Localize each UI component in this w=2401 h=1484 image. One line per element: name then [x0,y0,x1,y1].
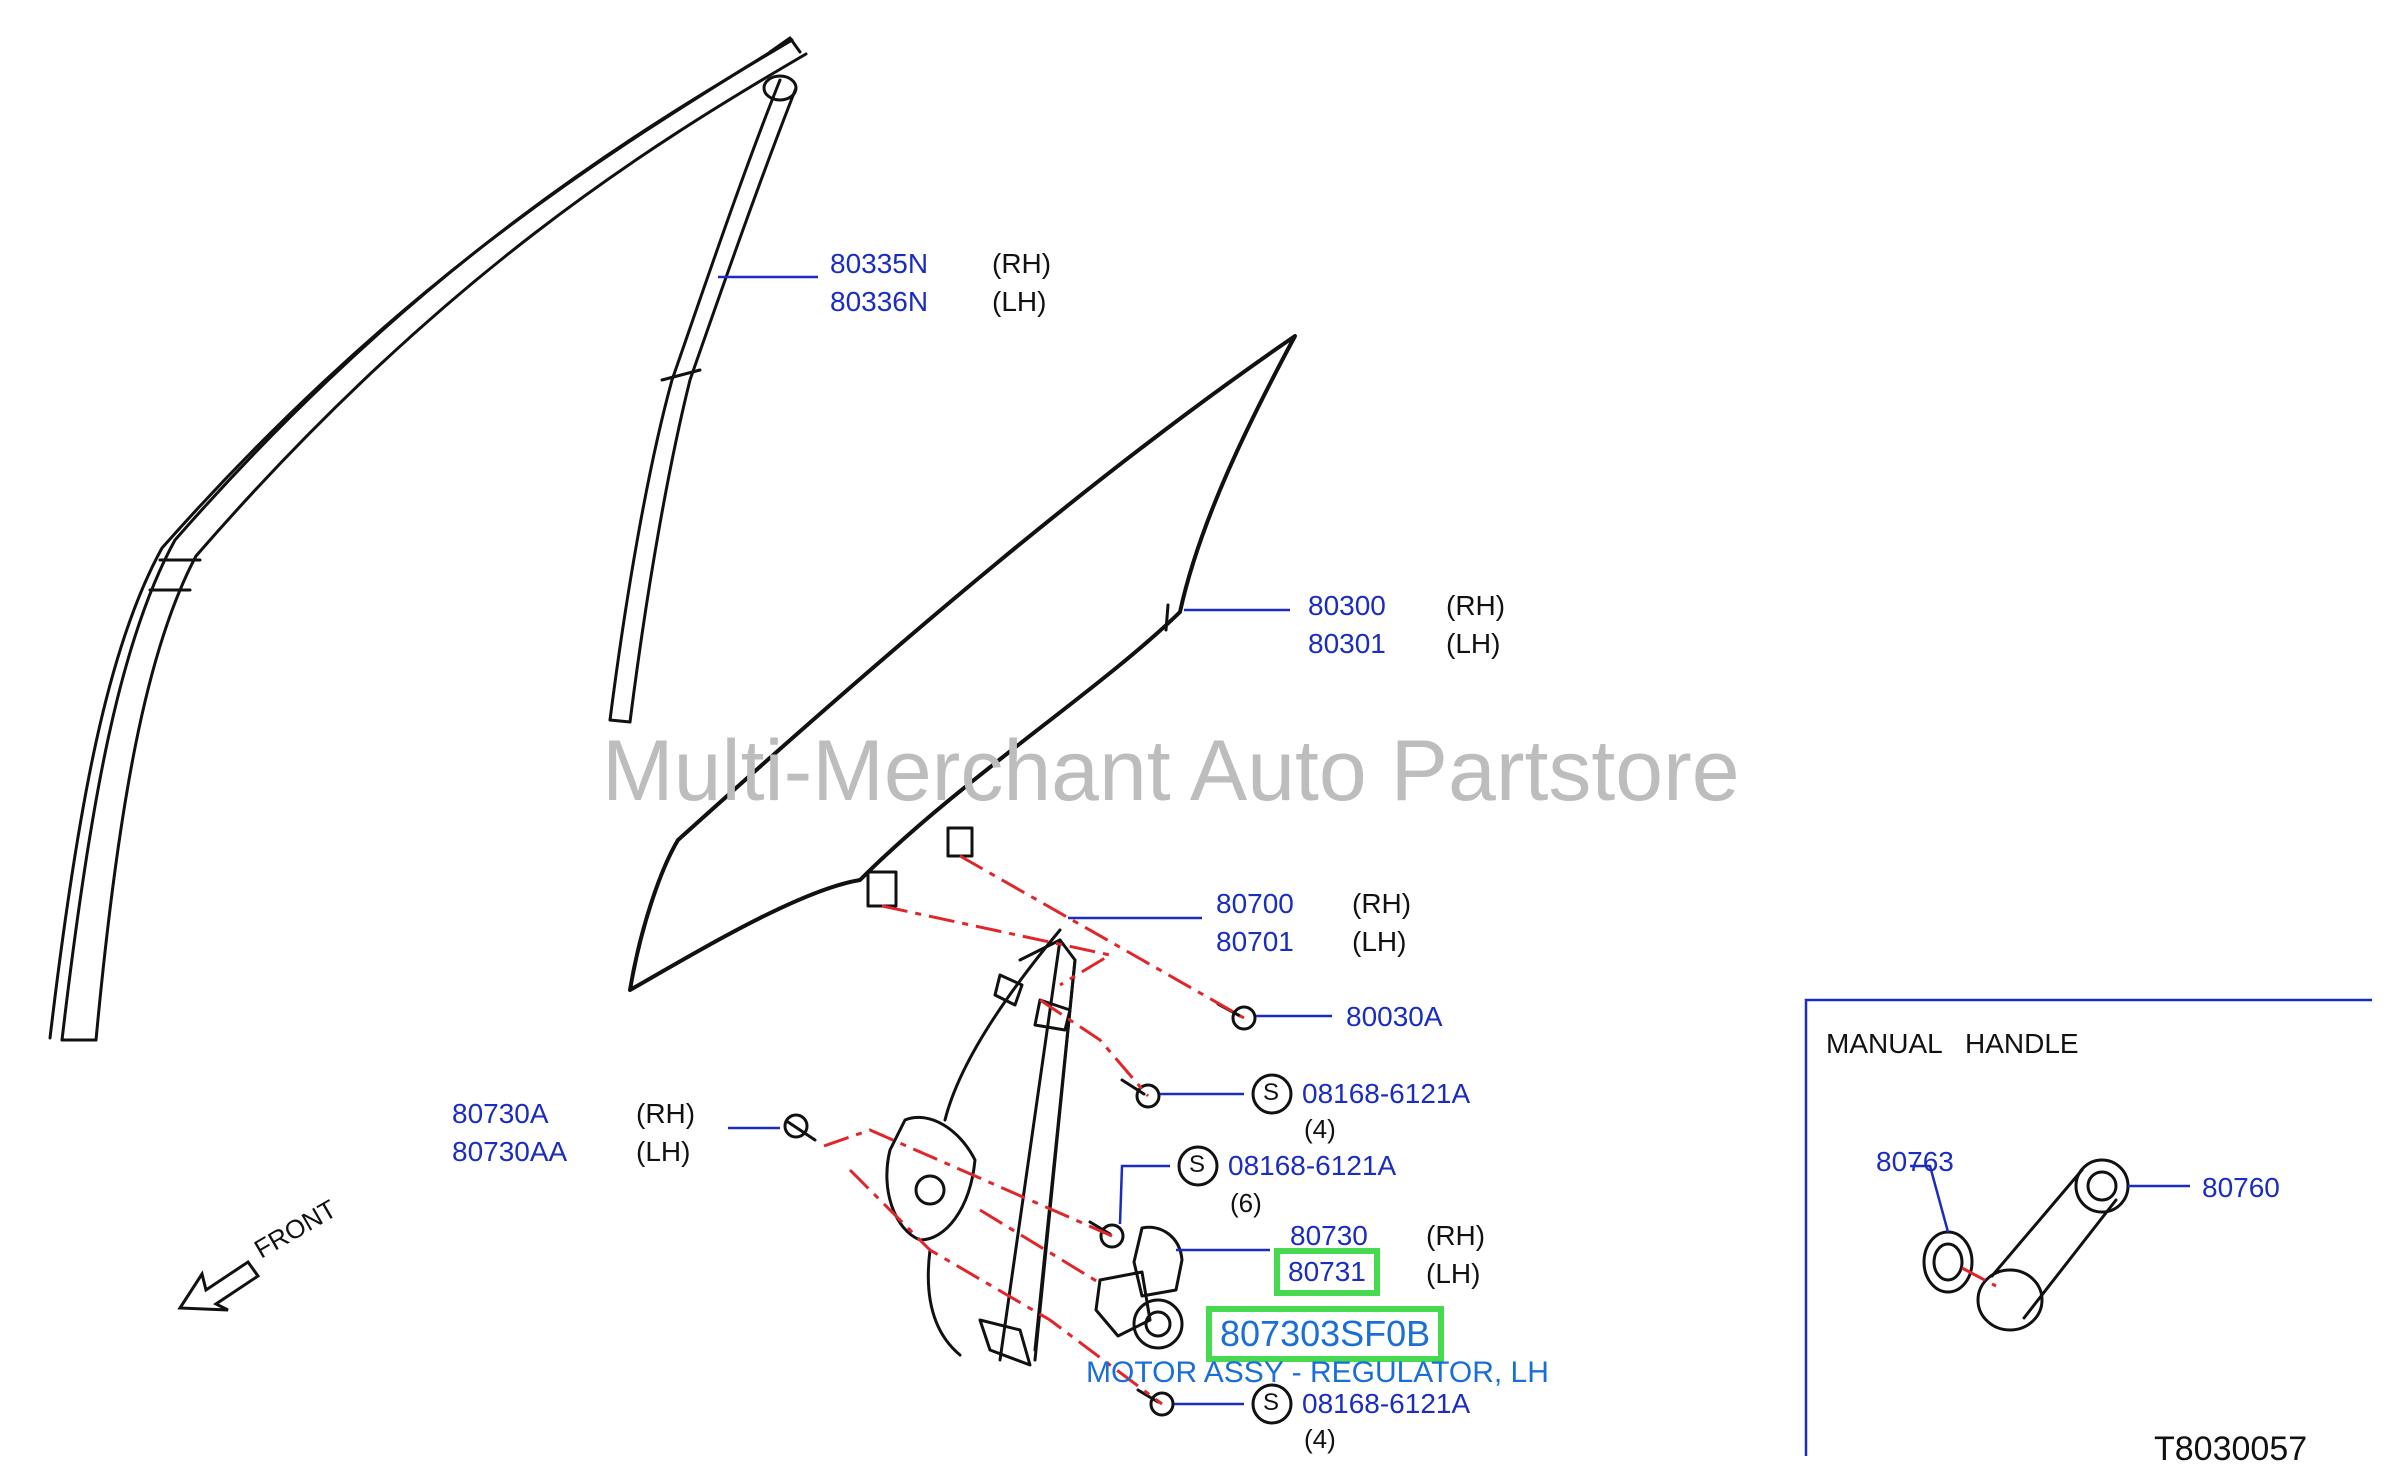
label-screw-upper-qty: (4) [1304,1114,1336,1144]
label-motor-rh[interactable]: 80730 [1290,1220,1368,1251]
fastener-bolt-80730a [783,1113,817,1142]
label-regulator-lh[interactable]: 80701 [1216,926,1294,957]
label-bolt-80030a[interactable]: 80030A [1346,1001,1443,1032]
label-motor-lh-side: (LH) [1426,1258,1481,1289]
label-screw-mid-qty: (6) [1230,1188,1262,1218]
label-screw-mid[interactable]: 08168-6121A [1228,1150,1397,1181]
door-glass [628,334,1297,992]
watermark-text: Multi-Merchant Auto Partstore [602,723,1740,819]
label-regulator-rh[interactable]: 80700 [1216,888,1294,919]
label-screw-lower-qty: (4) [1304,1424,1336,1454]
callout-leader-lines [718,275,2190,1406]
diagram-code: T8030057 [2154,1430,2308,1468]
label-screw-lower[interactable]: 08168-6121A [1302,1388,1471,1419]
label-screw-upper[interactable]: 08168-6121A [1302,1078,1471,1109]
glass-run-channel [608,74,798,724]
label-bolt-side-rh-side: (RH) [636,1098,696,1129]
highlighted-part-description: MOTOR ASSY - REGULATOR, LH [1086,1356,1549,1389]
label-glass-rh-side: (RH) [1446,590,1506,621]
label-moulding-lh[interactable]: 80336N [830,286,929,317]
std-mark-upper: S [1263,1079,1280,1106]
label-moulding-rh-side: (RH) [992,248,1052,279]
fastener-screw-lower [1136,1388,1175,1417]
label-handle-80760[interactable]: 80760 [2202,1172,2280,1203]
front-direction-arrow [177,1259,261,1312]
manual-handle-inset-frame [1804,998,2372,1456]
inset-title: MANUAL HANDLE [1826,1028,2079,1059]
label-moulding-lh-side: (LH) [992,286,1047,317]
label-glass-lh-side: (LH) [1446,628,1501,659]
label-motor-rh-side: (RH) [1426,1220,1486,1251]
label-regulator-lh-side: (LH) [1352,926,1407,957]
highlighted-part-number[interactable]: 807303SF0B [1206,1306,1445,1362]
handle-escutcheon-80763 [1922,1230,1974,1294]
label-handle-80763[interactable]: 80763 [1876,1146,1954,1177]
std-mark-lower: S [1263,1389,1280,1416]
label-bolt-side-lh-side: (LH) [636,1136,691,1167]
standard-part-marks [1177,1073,1293,1425]
door-sash-moulding [48,36,808,1042]
assembly-phantom-lines [823,854,1997,1406]
window-regulator [885,928,1077,1367]
label-bolt-side-rh[interactable]: 80730A [452,1098,549,1129]
regulator-motor [1094,1225,1184,1350]
window-crank-handle-80760 [1976,1158,2130,1332]
fastener-screw-mid [1088,1220,1125,1249]
fastener-screw-upper [1120,1078,1161,1109]
label-regulator-rh-side: (RH) [1352,888,1412,919]
label-moulding-rh[interactable]: 80335N [830,248,929,279]
label-bolt-side-lh[interactable]: 80730AA [452,1136,568,1167]
label-glass-rh[interactable]: 80300 [1308,590,1386,621]
std-mark-mid: S [1189,1151,1206,1178]
label-glass-lh[interactable]: 80301 [1308,628,1386,659]
label-motor-lh-highlighted[interactable]: 80731 [1274,1248,1380,1296]
